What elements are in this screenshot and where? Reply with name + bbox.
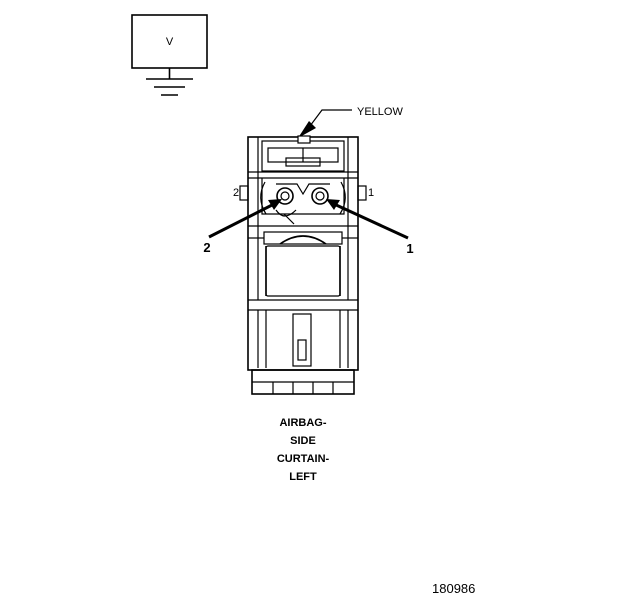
callout-1-label: 1 [406, 241, 413, 256]
color-leader [298, 109, 352, 138]
leader-arrowhead-icon [298, 121, 316, 138]
cavity-2 [276, 187, 294, 205]
caption-line-3: CURTAIN- [277, 453, 330, 465]
caption-line-1: AIRBAG- [279, 417, 326, 429]
callout-1-arrowhead-icon [326, 199, 340, 210]
caption-line-2: SIDE [290, 435, 316, 447]
callout-arrow-1 [326, 199, 409, 240]
callout-2-label: 2 [203, 240, 210, 255]
callout-arrow-2 [208, 199, 282, 239]
cavity-1 [311, 187, 329, 205]
connector-caption: AIRBAG- SIDE CURTAIN- LEFT [277, 417, 330, 483]
connector-body [239, 135, 367, 395]
voltmeter: V [131, 14, 208, 96]
cavity-1-label: 1 [368, 187, 374, 199]
callout-2-arrowhead-icon [268, 199, 282, 210]
cavity-2-label: 2 [233, 187, 239, 199]
caption-line-4: LEFT [289, 471, 317, 483]
ground-icon [146, 68, 193, 96]
connector-color-label: YELLOW [357, 106, 403, 118]
figure-number: 180986 [432, 581, 475, 596]
voltmeter-label: V [166, 36, 174, 48]
